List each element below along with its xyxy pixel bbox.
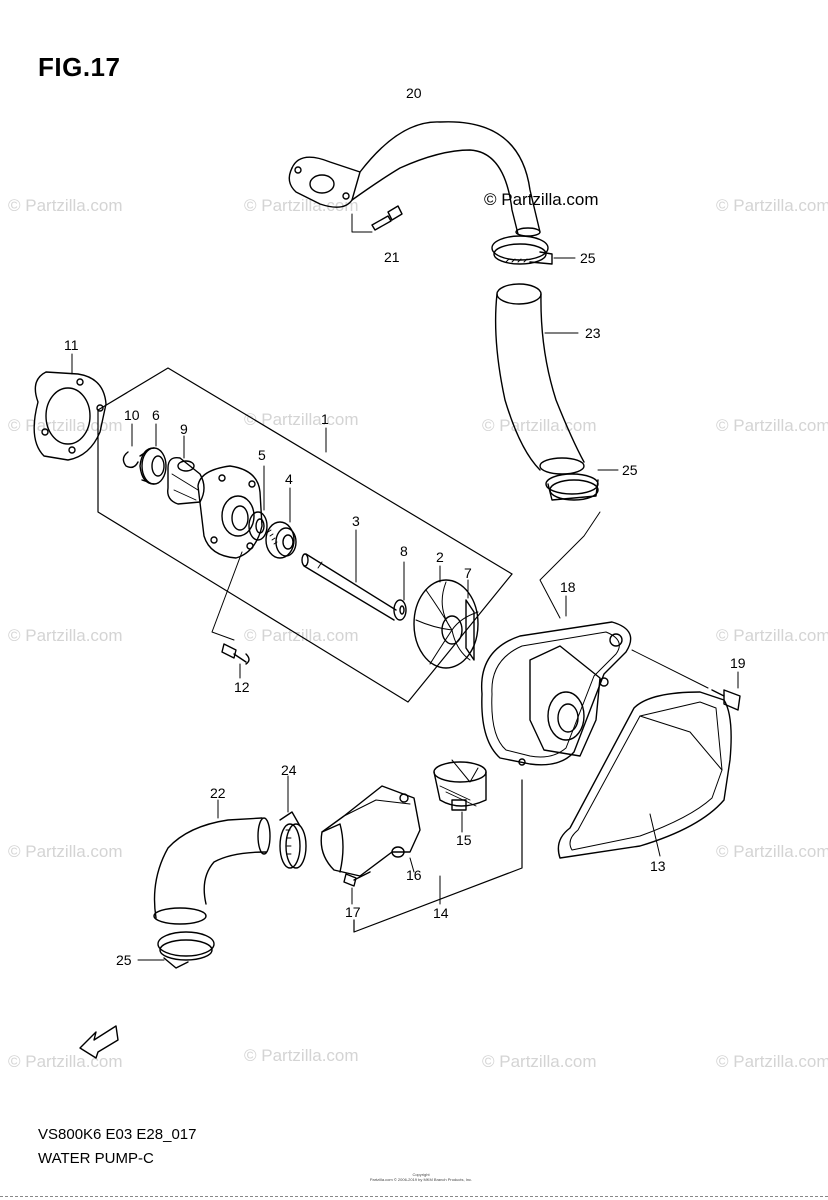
hose-clamp-25-top[interactable]: [491, 235, 553, 265]
bolt-19[interactable]: [711, 689, 741, 711]
callout-25-bottom: 25: [116, 952, 132, 968]
watermark: © Partzilla.com: [716, 1052, 828, 1071]
mechanical-seal-4[interactable]: [265, 521, 297, 559]
watermark: © Partzilla.com: [716, 416, 828, 435]
callout-10: 10: [124, 407, 140, 423]
elbow-hose-22[interactable]: [153, 817, 271, 925]
pump-cover-18[interactable]: [480, 621, 632, 766]
watermark: © Partzilla.com: [244, 410, 359, 429]
bolt-12[interactable]: [221, 643, 250, 665]
callout-3: 3: [352, 513, 360, 529]
callout-23: 23: [585, 325, 601, 341]
diagram-code: VS800K6 E03 E28_017: [38, 1126, 197, 1143]
callout-6: 6: [152, 407, 160, 423]
watermark: © Partzilla.com: [8, 196, 123, 215]
callout-22: 22: [210, 785, 226, 801]
callout-1: 1: [321, 411, 329, 427]
callout-7: 7: [464, 565, 472, 581]
watermark: © Partzilla.com: [716, 626, 828, 645]
callout-14: 14: [433, 905, 449, 921]
cover-13[interactable]: [557, 691, 732, 859]
callout-11: 11: [64, 337, 79, 353]
callout-20: 20: [406, 85, 422, 101]
hose-clamp-25-bottom[interactable]: [157, 931, 215, 969]
pipe-20[interactable]: [288, 121, 541, 237]
callout-18: 18: [560, 579, 576, 595]
thermostat-15[interactable]: [433, 759, 487, 811]
callout-21: 21: [384, 249, 400, 265]
circlip-10[interactable]: [122, 451, 139, 469]
callout-4: 4: [285, 471, 293, 487]
brand-label: © Partzilla.com: [484, 190, 599, 209]
callout-24: 24: [281, 762, 297, 778]
watermark: © Partzilla.com: [716, 842, 828, 861]
hose-clamp-25-mid[interactable]: [545, 473, 599, 501]
watermark: © Partzilla.com: [244, 1046, 359, 1065]
washer-8[interactable]: [393, 599, 407, 621]
pump-housing[interactable]: [197, 465, 263, 559]
shaft-3[interactable]: [301, 553, 397, 621]
callout-25-top: 25: [580, 250, 596, 266]
bottom-rule: [0, 1196, 828, 1197]
watermark: © Partzilla.com: [244, 626, 359, 645]
callout-25-mid: 25: [622, 462, 638, 478]
hose-23[interactable]: [494, 283, 585, 475]
watermark: © Partzilla.com: [8, 626, 123, 645]
figure-title: FIG.17: [38, 52, 121, 82]
gasket-11[interactable]: [33, 371, 107, 461]
forward-arrow-icon: [79, 1025, 119, 1059]
callout-13: 13: [650, 858, 666, 874]
bearing-6[interactable]: [139, 447, 167, 485]
seal-9[interactable]: [167, 457, 205, 505]
callout-8: 8: [400, 543, 408, 559]
callout-19: 19: [730, 655, 746, 671]
callout-12: 12: [234, 679, 250, 695]
watermark: © Partzilla.com: [716, 196, 828, 215]
vane-7[interactable]: [465, 599, 475, 661]
bolt-17[interactable]: [343, 871, 371, 887]
callout-17: 17: [345, 904, 361, 920]
impeller-2[interactable]: [413, 579, 479, 669]
hose-clamp-24[interactable]: [279, 811, 307, 869]
watermark: © Partzilla.com: [8, 416, 123, 435]
bolt-21[interactable]: [351, 205, 403, 233]
outlet-16[interactable]: [320, 785, 421, 877]
diagram-name: WATER PUMP-C: [38, 1150, 154, 1167]
callout-9: 9: [180, 421, 188, 437]
watermark: © Partzilla.com: [244, 196, 359, 215]
callout-5: 5: [258, 447, 266, 463]
oil-seal-5[interactable]: [248, 511, 268, 541]
watermark: © Partzilla.com: [8, 842, 123, 861]
watermark: © Partzilla.com: [482, 1052, 597, 1071]
callout-16: 16: [406, 867, 422, 883]
callout-2: 2: [436, 549, 444, 565]
callout-15: 15: [456, 832, 472, 848]
copyright-notice: Copyright Partzilla.com © 2006-2019 by M…: [369, 1172, 473, 1182]
